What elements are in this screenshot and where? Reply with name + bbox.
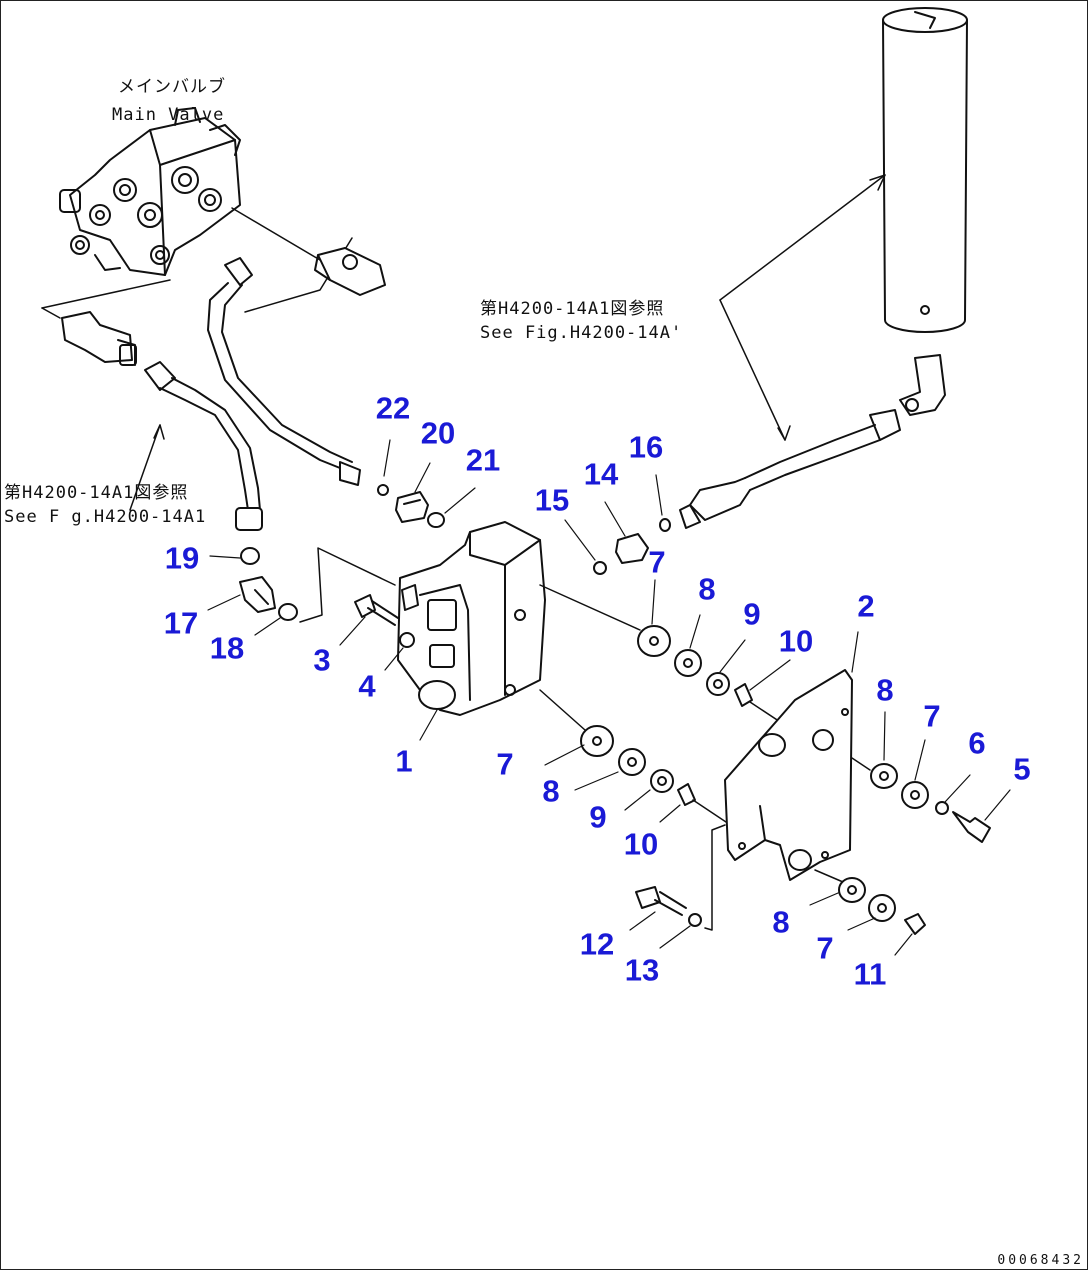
ref-note-left-jp: 第H4200-14A1図参照 — [4, 483, 189, 503]
callout-6: 6 — [968, 725, 986, 761]
callout-13: 13 — [624, 952, 660, 988]
callout-leaders — [207, 439, 1011, 956]
callout-7: 7 — [648, 544, 666, 580]
hose-left — [144, 361, 263, 531]
callout-9b: 9 — [589, 799, 607, 835]
callout-8d: 8 — [772, 904, 790, 940]
elbow-fitting-upper — [314, 247, 386, 296]
callout-4: 4 — [358, 668, 376, 704]
callout-9: 9 — [743, 596, 761, 632]
ref-note-upper-en: See Fig.H4200-14A' — [480, 323, 683, 343]
callout-11: 11 — [853, 956, 887, 992]
callout-8: 8 — [698, 571, 716, 607]
callout-8b: 8 — [542, 773, 560, 809]
fitting-17 — [239, 576, 276, 613]
callout-7c: 7 — [923, 698, 941, 734]
callout-2: 2 — [857, 588, 875, 624]
callout-8c: 8 — [876, 672, 894, 708]
ref-note-upper-jp: 第H4200-14A1図参照 — [480, 299, 665, 319]
callout-21: 21 — [465, 442, 501, 478]
pressure-switch-left — [61, 311, 137, 366]
callout-18: 18 — [209, 630, 245, 666]
adapter-20 — [395, 491, 429, 523]
bracket — [724, 669, 853, 881]
adapter-14 — [615, 533, 649, 564]
callout-14: 14 — [583, 456, 619, 492]
callout-20: 20 — [420, 415, 456, 451]
main-valve-label-jp: メインバルブ — [118, 77, 226, 97]
callout-22: 22 — [375, 390, 411, 426]
main-valve — [59, 107, 241, 276]
callout-16: 16 — [628, 429, 664, 465]
callout-1: 1 — [395, 743, 413, 779]
accumulator — [882, 7, 968, 333]
callout-17: 17 — [163, 605, 199, 641]
control-valve-block — [397, 521, 546, 716]
elbow-fitting-right — [899, 354, 946, 416]
drawing-number: 00068432 — [997, 1253, 1084, 1268]
main-valve-label-en: Main Valve — [112, 105, 225, 125]
callout-7d: 7 — [816, 930, 834, 966]
bolt-3 — [354, 594, 399, 626]
ref-note-left-en: See F g.H4200-14A1 — [4, 507, 207, 527]
bolt-5 — [952, 811, 991, 843]
callout-7b: 7 — [496, 746, 514, 782]
hose-right — [679, 409, 901, 529]
callout-10: 10 — [778, 623, 814, 659]
callout-15: 15 — [534, 482, 570, 518]
callout-19: 19 — [164, 540, 200, 576]
callout-12: 12 — [579, 926, 615, 962]
callout-10b: 10 — [623, 826, 659, 862]
callout-3: 3 — [313, 642, 331, 678]
bolt-12 — [635, 886, 687, 916]
callout-5: 5 — [1013, 751, 1031, 787]
hose-middle — [207, 257, 361, 486]
